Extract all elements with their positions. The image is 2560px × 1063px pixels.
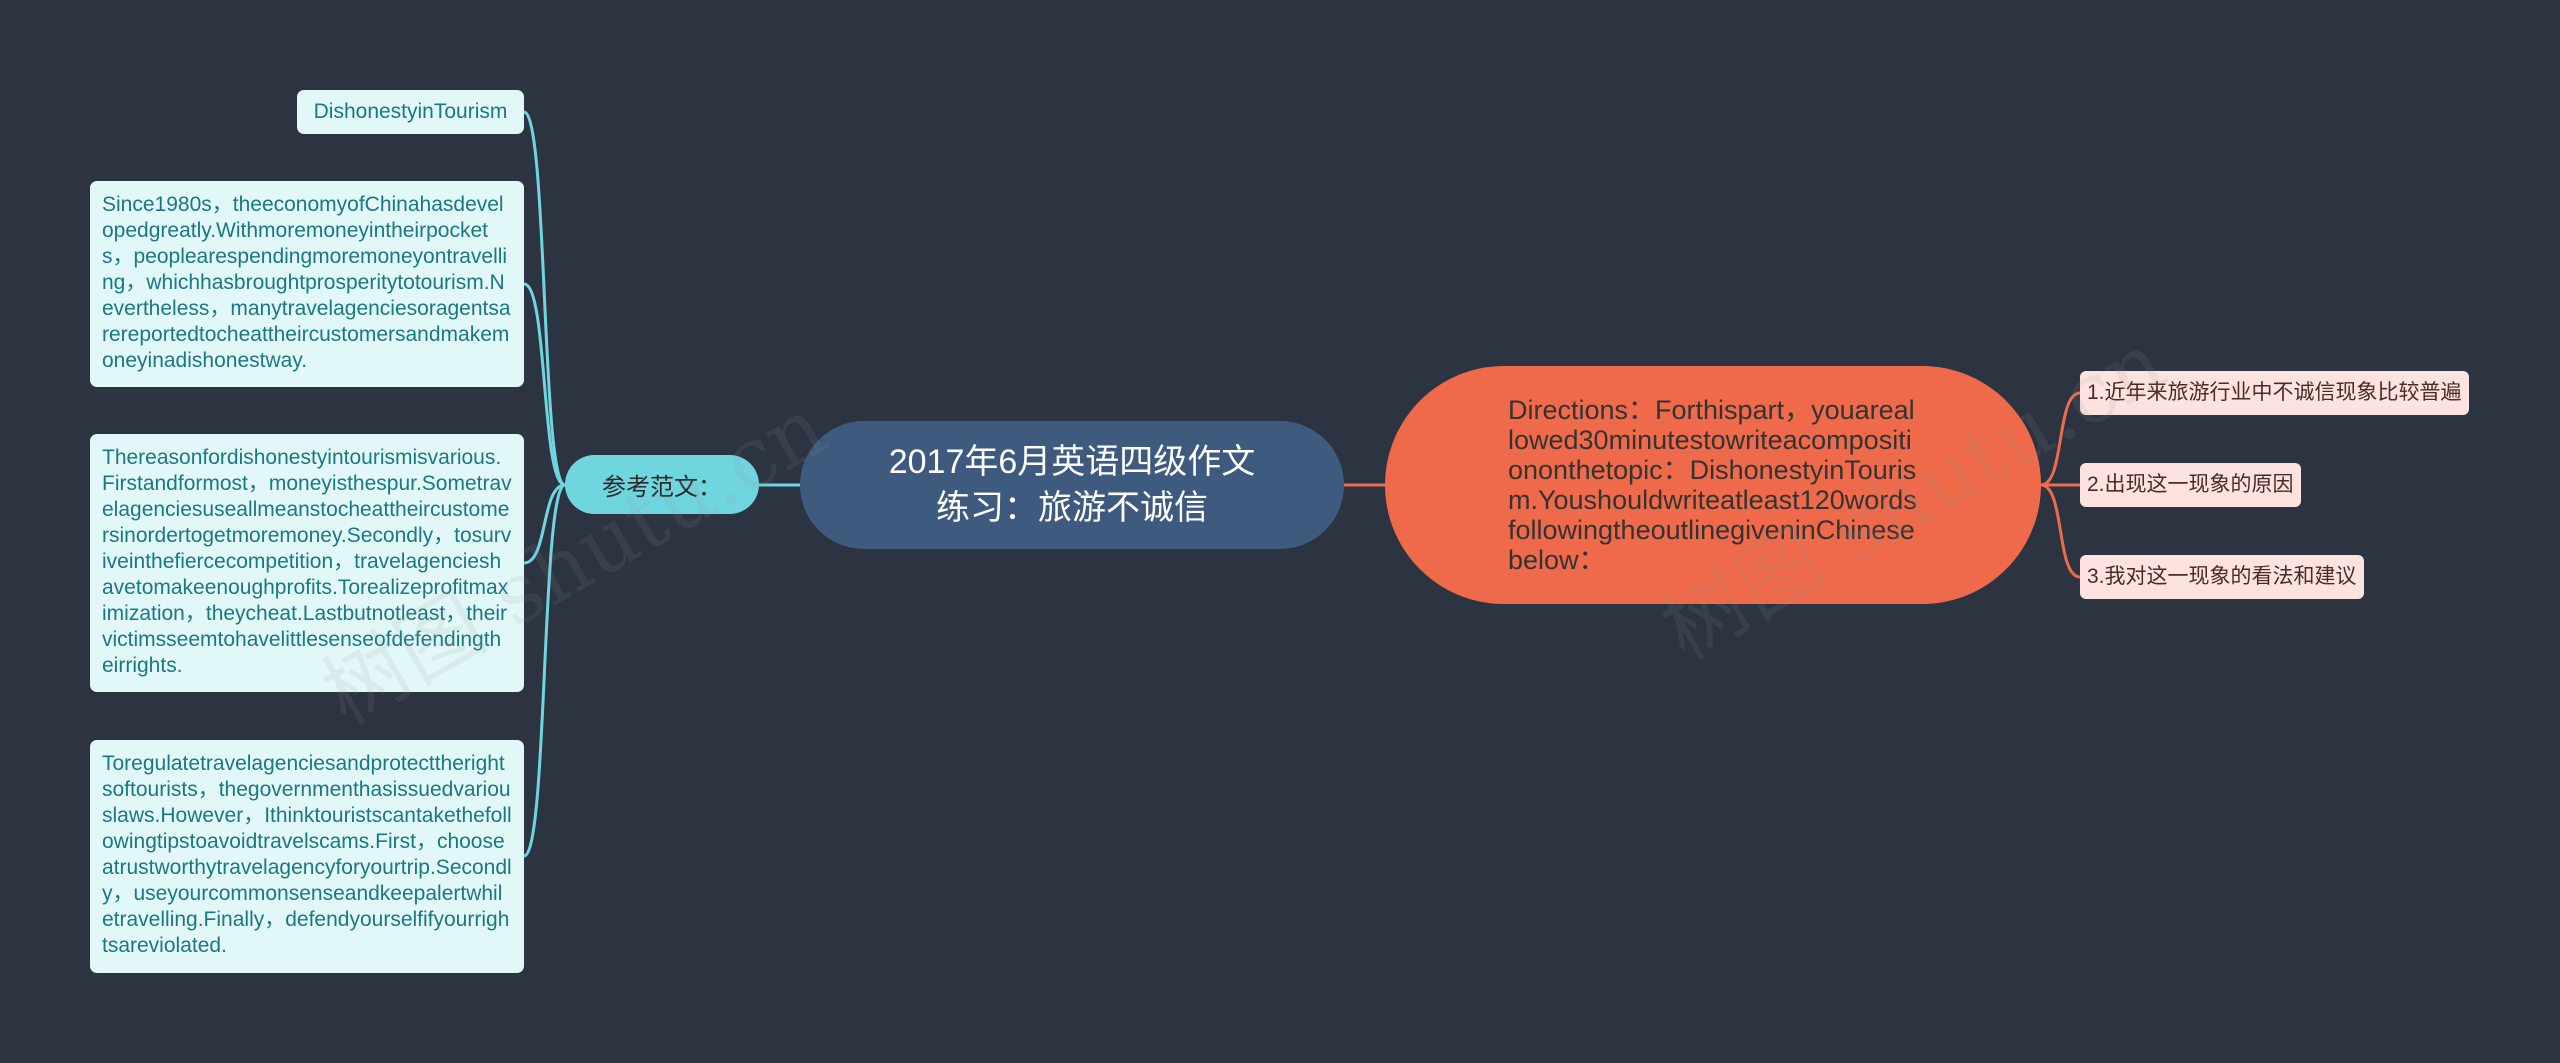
connector-reference-to-paragraph-3 bbox=[522, 483, 567, 858]
central-topic-node[interactable]: 2017年6月英语四级作文练习：旅游不诚信 bbox=[800, 421, 1344, 549]
connector-reference-to-paragraph-1 bbox=[522, 282, 567, 487]
directions-node[interactable]: Directions：Forthispart，youareallowed30mi… bbox=[1385, 366, 2041, 604]
central-topic-text: 2017年6月英语四级作文练习：旅游不诚信 bbox=[888, 443, 1256, 527]
outline-item-1-text: 1.近年来旅游行业中不诚信现象比较普遍 bbox=[2087, 381, 2462, 404]
essay-title-text: DishonestyinTourism bbox=[313, 100, 508, 123]
reference-essay-label: 参考范文： bbox=[602, 474, 722, 501]
essay-paragraph-1-node[interactable]: Since1980s，theeconomyofChinahasdeveloped… bbox=[90, 181, 524, 387]
essay-paragraph-2-node[interactable]: Thereasonfordishonestyintourismisvarious… bbox=[90, 434, 524, 692]
outline-item-2-text: 2.出现这一现象的原因 bbox=[2087, 473, 2294, 496]
connector-reference-to-paragraph-2 bbox=[522, 483, 567, 565]
outline-item-2-node[interactable]: 2.出现这一现象的原因 bbox=[2080, 463, 2301, 507]
directions-text: Directions：Forthispart，youareallowed30mi… bbox=[1508, 395, 1917, 575]
reference-essay-node[interactable]: 参考范文： bbox=[565, 455, 759, 514]
essay-paragraph-1-text: Since1980s，theeconomyofChinahasdeveloped… bbox=[102, 193, 511, 372]
connector-reference-to-title bbox=[522, 110, 567, 487]
essay-title-node[interactable]: DishonestyinTourism bbox=[297, 90, 524, 134]
essay-paragraph-3-node[interactable]: Toregulatetravelagenciesandprotecttherig… bbox=[90, 740, 524, 973]
connector-directions-to-outline-3 bbox=[2039, 483, 2082, 579]
essay-paragraph-3-text: Toregulatetravelagenciesandprotecttherig… bbox=[102, 752, 512, 957]
outline-item-3-text: 3.我对这一现象的看法和建议 bbox=[2087, 565, 2357, 588]
essay-paragraph-2-text: Thereasonfordishonestyintourismisvarious… bbox=[102, 446, 512, 677]
outline-item-1-node[interactable]: 1.近年来旅游行业中不诚信现象比较普遍 bbox=[2080, 371, 2469, 415]
connector-directions-to-outline-1 bbox=[2039, 391, 2082, 487]
outline-item-3-node[interactable]: 3.我对这一现象的看法和建议 bbox=[2080, 555, 2364, 599]
